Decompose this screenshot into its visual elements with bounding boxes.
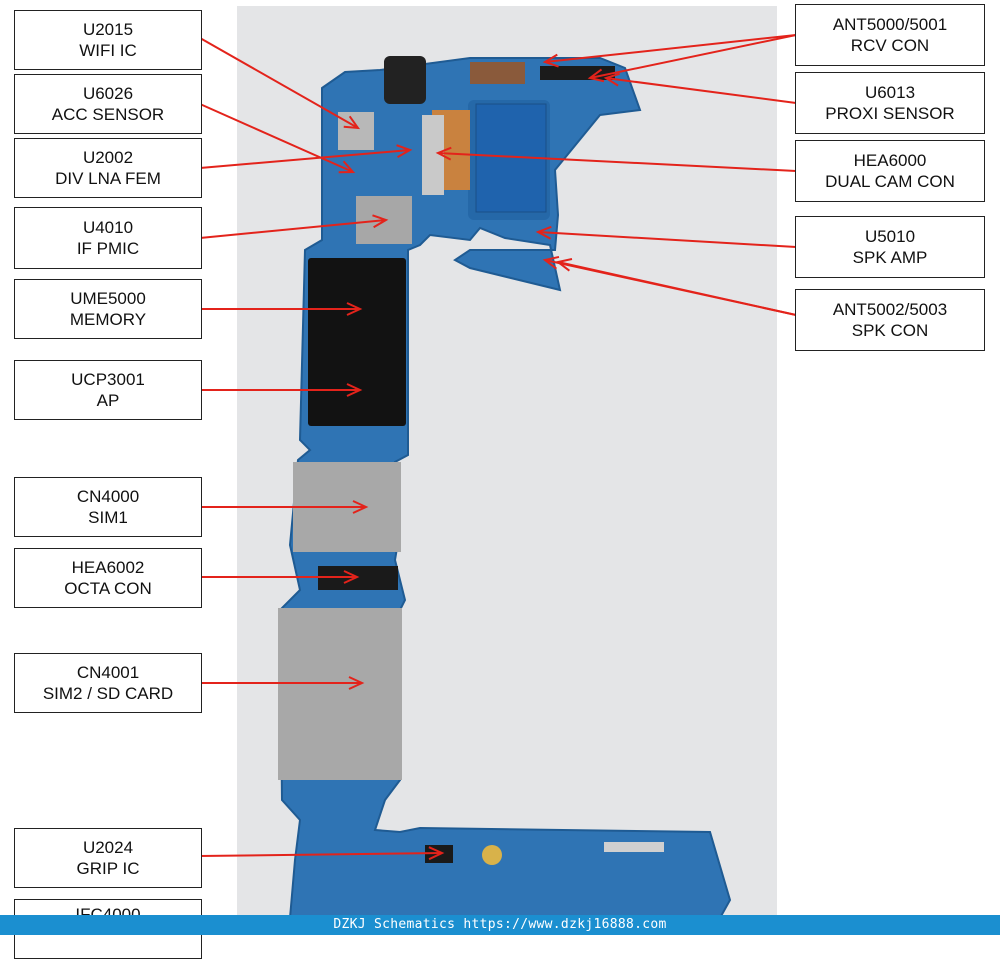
- label-ant5000-line1: ANT5000/5001: [832, 15, 948, 34]
- label-u6026: U6026 ACC SENSOR: [14, 74, 202, 134]
- label-u2024-line1: U2024: [82, 838, 134, 857]
- label-hea6002-line1: HEA6002: [71, 558, 145, 577]
- label-hea6002: HEA6002 OCTA CON: [14, 548, 202, 608]
- arrow-line-u2024: [199, 852, 443, 857]
- label-cn4001: CN4001 SIM2 / SD CARD: [14, 653, 202, 713]
- label-u2015-line1: U2015: [82, 20, 134, 39]
- arrow-head-u2002: [396, 144, 413, 158]
- arrow-line-ant5000: [544, 34, 797, 63]
- label-u5010-line2: SPK AMP: [852, 248, 928, 267]
- label-hea6000-line1: HEA6000: [853, 151, 927, 170]
- arrow-head-ume5000: [346, 302, 363, 316]
- label-ucp3001-line1: UCP3001: [71, 370, 145, 389]
- label-u6026-line2: ACC SENSOR: [51, 105, 165, 124]
- label-u2015-line2: WIFI IC: [79, 41, 137, 60]
- arrow-head-u6013: [603, 72, 620, 87]
- footer-watermark: DZKJ Schematics https://www.dzkj16888.co…: [0, 915, 1000, 935]
- label-ant5002-line2: SPK CON: [851, 321, 929, 340]
- pcb-photo: [199, 6, 797, 919]
- label-u6013-line2: PROXI SENSOR: [825, 104, 955, 123]
- front-camera: [384, 56, 426, 104]
- arrow-head-ant5000: [542, 53, 559, 68]
- label-u2002-line1: U2002: [82, 148, 134, 167]
- label-hea6000: HEA6000 DUAL CAM CON: [795, 140, 985, 202]
- arrow-head-u4010: [372, 214, 389, 229]
- label-u4010-line1: U4010: [82, 218, 134, 237]
- label-ume5000-line1: UME5000: [70, 289, 146, 308]
- label-ucp3001: UCP3001 AP: [14, 360, 202, 420]
- arrow-layer: [199, 34, 797, 861]
- arrow-line-u2002: [199, 149, 411, 169]
- proxi-part: [540, 66, 615, 80]
- label-u2024: U2024 GRIP IC: [14, 828, 202, 888]
- label-hea6002-line2: OCTA CON: [64, 579, 152, 598]
- arrow-line-u6013: [605, 77, 797, 104]
- label-cn4000: CN4000 SIM1: [14, 477, 202, 537]
- arrow-head-ant5002: [555, 257, 573, 272]
- label-u5010-line1: U5010: [864, 227, 916, 246]
- wifi-shield: [338, 112, 374, 150]
- screw-hole: [482, 845, 502, 865]
- arrow-line-u6026: [199, 103, 354, 173]
- label-u6013-line1: U6013: [864, 83, 916, 102]
- label-ant5000: ANT5000/5001 RCV CON: [795, 4, 985, 66]
- arrow-line-ant5000: [589, 34, 797, 79]
- arrow-line-hea6000: [437, 152, 797, 172]
- label-u4010-line2: IF PMIC: [76, 239, 140, 258]
- sim2-tray: [278, 608, 402, 780]
- label-ant5002-line1: ANT5002/5003: [832, 300, 948, 319]
- label-u6013: U6013 PROXI SENSOR: [795, 72, 985, 134]
- label-ucp3001-line2: AP: [96, 391, 120, 410]
- arrow-head-u2015: [343, 115, 361, 130]
- label-cn4001-line2: SIM2 / SD CARD: [42, 684, 174, 703]
- arrow-line-ant5002: [557, 261, 797, 316]
- arrow-head-ucp3001: [346, 383, 363, 397]
- bottom-pad: [604, 842, 664, 852]
- label-ume5000: UME5000 MEMORY: [14, 279, 202, 339]
- arrow-head-cn4001: [348, 676, 365, 690]
- label-ant5002: ANT5002/5003 SPK CON: [795, 289, 985, 351]
- label-u2015: U2015 WIFI IC: [14, 10, 202, 70]
- label-cn4000-line1: CN4000: [76, 487, 140, 506]
- label-u2002: U2002 DIV LNA FEM: [14, 138, 202, 198]
- arrow-head-u5010: [535, 225, 552, 240]
- arrow-head-ant5000: [587, 68, 605, 83]
- arrow-line-u4010: [199, 219, 387, 239]
- arrow-head-ant5002: [542, 255, 560, 270]
- label-u2002-line2: DIV LNA FEM: [55, 169, 161, 188]
- arrow-head-hea6000: [435, 146, 452, 161]
- arrow-line-u2015: [199, 37, 359, 129]
- label-cn4001-line1: CN4001: [76, 663, 140, 682]
- label-ant5000-line2: RCV CON: [850, 36, 930, 55]
- memory-ap-chip: [308, 258, 406, 426]
- label-u4010: U4010 IF PMIC: [14, 207, 202, 269]
- flex-connector: [422, 115, 444, 195]
- arrow-head-cn4000: [352, 500, 369, 514]
- label-u2024-line2: GRIP IC: [76, 859, 140, 878]
- diagram-stage: U2015 WIFI IC U6026 ACC SENSOR U2002 DIV…: [0, 4, 1000, 959]
- arrow-line-u5010: [537, 231, 797, 248]
- label-u5010: U5010 SPK AMP: [795, 216, 985, 278]
- arrow-head-u2024: [428, 846, 445, 861]
- label-hea6000-line2: DUAL CAM CON: [825, 172, 955, 191]
- label-u6026-line1: U6026: [82, 84, 134, 103]
- arrow-head-hea6002: [343, 570, 360, 584]
- receiver-con: [470, 62, 525, 84]
- arrow-head-u6026: [338, 160, 356, 174]
- label-ume5000-line2: MEMORY: [69, 310, 147, 329]
- label-cn4000-line2: SIM1: [88, 508, 128, 527]
